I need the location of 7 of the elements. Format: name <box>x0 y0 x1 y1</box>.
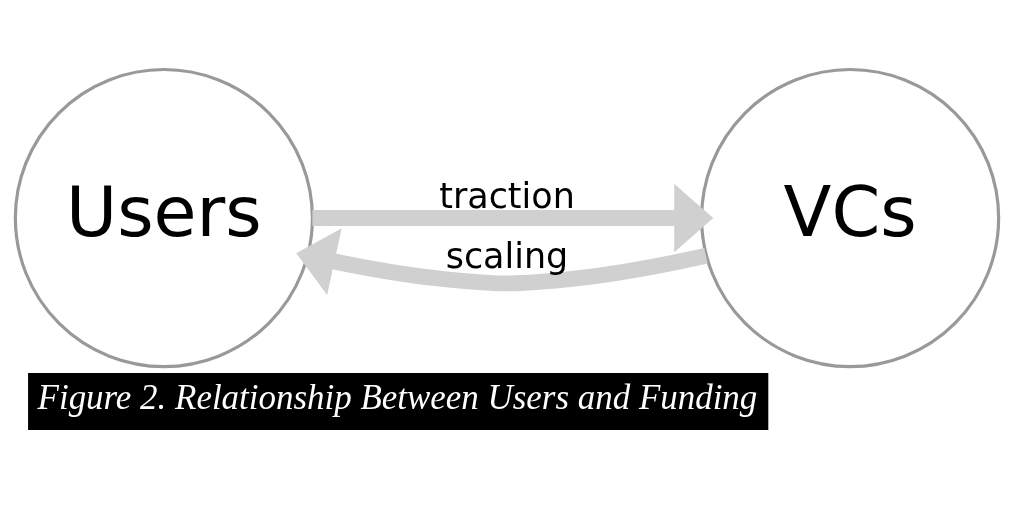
node-circle: Users <box>13 67 314 368</box>
caption: Figure 2. Relationship Between Users and Funding <box>37 377 757 417</box>
arrow <box>311 183 713 252</box>
node-circle: VCs <box>699 67 1000 368</box>
edge-label: traction <box>438 175 575 216</box>
edge-label: scaling <box>445 235 568 276</box>
arrow <box>295 227 708 295</box>
